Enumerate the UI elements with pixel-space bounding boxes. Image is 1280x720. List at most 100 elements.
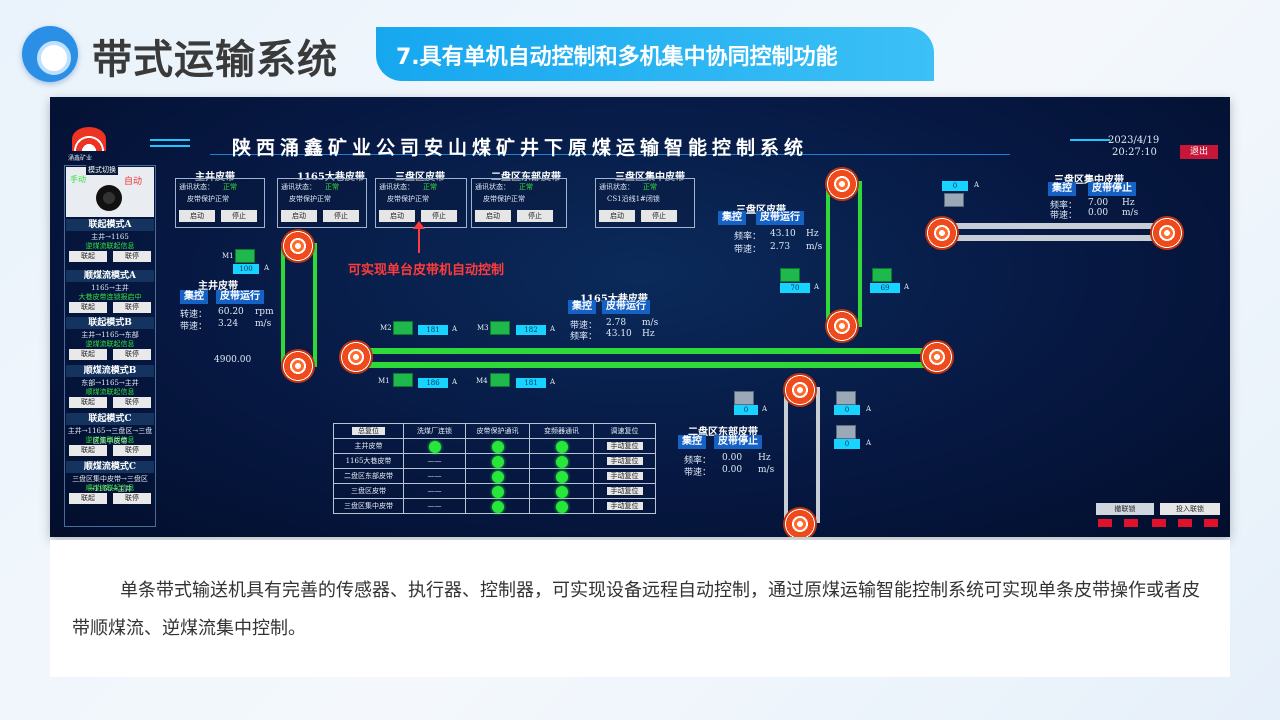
panel-start-button[interactable]: 启动 — [281, 210, 317, 222]
table-header: 调速复位 — [593, 423, 656, 439]
sidebar-start-button[interactable]: 联起 — [69, 445, 107, 456]
main-l2: 带速： — [180, 322, 208, 332]
panel-start-button[interactable]: 启动 — [179, 210, 215, 222]
sanpan-belt-state: 皮带运行 — [756, 211, 804, 225]
panel-protect-status: 皮带保护正常 — [289, 195, 331, 203]
alarm-indicator — [1124, 519, 1138, 527]
erpan-roller-top-icon — [783, 373, 817, 407]
sidebar-start-button[interactable]: 联起 — [69, 251, 107, 262]
erpan-belt-left — [784, 387, 788, 523]
exit-button[interactable]: 退出 — [1180, 145, 1218, 159]
link-status: —— — [427, 472, 442, 480]
erpan-motor3-current: 0 — [834, 439, 860, 449]
1165-motor1-current: 186 — [418, 378, 448, 388]
mode-knob-icon[interactable] — [96, 185, 122, 211]
manual-reset-button[interactable]: 手动复位 — [606, 502, 643, 510]
jizhong-u2: m/s — [1122, 208, 1139, 218]
sidebar-stop-button[interactable]: 联停 — [113, 397, 151, 408]
header-decoration — [150, 145, 190, 155]
reset-all-button[interactable]: 总复位 — [352, 427, 385, 435]
motor-label: M2 — [380, 324, 392, 332]
jizhong-motor-current: 0 — [942, 181, 968, 191]
sidebar-stop-button[interactable]: 联停 — [113, 493, 151, 504]
panel-start-button[interactable]: 启动 — [379, 210, 415, 222]
link-status: —— — [427, 487, 442, 495]
panel-title: 三盘区集中皮带 — [615, 172, 685, 183]
hmi-time: 20:27:10 — [1112, 147, 1157, 158]
panel-comm-label: 通讯状态： — [475, 183, 510, 191]
1165-v2: 43.10 — [606, 329, 632, 339]
unit-label: A — [550, 378, 556, 386]
annotation-text: 可实现单台皮带机自动控制 — [348, 263, 505, 278]
row-name: 三盘区皮带 — [333, 483, 404, 499]
panel-title: 三盘区皮带 — [395, 172, 445, 183]
1165-belt-name: 1165大巷皮带 — [580, 290, 648, 305]
panel-comm-label: 通讯状态： — [281, 183, 316, 191]
alarm-indicator — [1178, 519, 1192, 527]
unit-label: A — [814, 283, 820, 291]
1165-motor4-current: 181 — [516, 378, 546, 388]
panel-start-button[interactable]: 启动 — [599, 210, 635, 222]
panel-stop-button[interactable]: 停止 — [221, 210, 257, 222]
table-row: 主井皮带 手动复位 — [333, 438, 656, 454]
description-text: 单条带式输送机具有完善的传感器、执行器、控制器，可实现设备远程自动控制，通过原煤… — [72, 580, 1200, 639]
manual-reset-button[interactable]: 手动复位 — [606, 457, 643, 465]
main-motor-icon — [235, 249, 255, 263]
engage-interlock-button[interactable]: 投入联锁 — [1160, 503, 1220, 515]
sidebar-start-button[interactable]: 联起 — [69, 397, 107, 408]
sidebar-stop-button[interactable]: 联停 — [113, 251, 151, 262]
panel-comm-label: 通讯状态： — [379, 183, 414, 191]
sidebar-start-button[interactable]: 联起 — [69, 302, 107, 313]
slide-title: 带式运输系统 — [92, 37, 338, 83]
1165-motor2-current: 181 — [418, 325, 448, 335]
panel-stop-button[interactable]: 停止 — [323, 210, 359, 222]
table-header-row: 总复位洗煤厂连锁皮带保护通讯变频器通讯调速复位 — [333, 423, 656, 439]
sidebar-stop-button[interactable]: 联停 — [113, 302, 151, 313]
sanpan-u2: m/s — [806, 242, 823, 252]
motor-label: M1 — [222, 252, 234, 260]
panel-stop-button[interactable]: 停止 — [421, 210, 457, 222]
sidebar-mode-head: 顺煤流模式B — [66, 365, 154, 377]
sidebar-start-button[interactable]: 联起 — [69, 349, 107, 360]
sidebar-info: 大巷皮带连锁报启中 — [78, 293, 142, 301]
manual-reset-button[interactable]: 手动复位 — [606, 487, 643, 495]
hmi-date: 2023/4/19 — [1108, 135, 1160, 146]
link-status: —— — [427, 502, 442, 510]
sidebar-info: 逆煤流联起信息 — [85, 340, 135, 348]
sidebar-stop-button[interactable]: 联停 — [113, 445, 151, 456]
manual-reset-button[interactable]: 手动复位 — [606, 472, 643, 480]
motor-label: M3 — [477, 324, 489, 332]
sanpan-v2: 2.73 — [770, 242, 791, 252]
sanpan-v1: 43.10 — [770, 229, 796, 239]
release-interlock-button[interactable]: 撤联锁 — [1096, 503, 1154, 515]
header-frame — [210, 133, 1010, 155]
sidebar-info: 逆煤流联起信息 — [85, 436, 135, 444]
header-decoration — [1070, 139, 1110, 149]
status-led-icon — [491, 471, 504, 483]
jizhong-v1: 7.00 — [1088, 198, 1109, 208]
unit-label: A — [866, 405, 872, 413]
sanpan-motor2-icon — [872, 268, 892, 282]
panel-start-button[interactable]: 启动 — [475, 210, 511, 222]
sanpan-motor1-icon — [780, 268, 800, 282]
panel-stop-button[interactable]: 停止 — [517, 210, 553, 222]
motor-label: M1 — [378, 377, 390, 385]
panel-comm-status: 正常 — [325, 183, 339, 191]
main-belt-name: 主井皮带 — [198, 281, 238, 292]
alarm-indicator — [1152, 519, 1166, 527]
panel-stop-button[interactable]: 停止 — [641, 210, 677, 222]
unit-label: A — [866, 439, 872, 447]
sidebar-stop-button[interactable]: 联停 — [113, 349, 151, 360]
company-logo-icon — [72, 127, 106, 151]
1165-motor1-icon — [393, 373, 413, 387]
slide-subtitle: 7.具有单机自动控制和多机集中协同控制功能 — [396, 45, 838, 70]
erpan-belt-name: 二盘区东部皮带 — [688, 427, 758, 438]
sidebar-start-button[interactable]: 联起 — [69, 493, 107, 504]
main-u1: rpm — [255, 307, 274, 317]
main-belt-right — [313, 243, 317, 367]
erpan-v1: 0.00 — [722, 453, 743, 463]
hmi-screenshot: 涌鑫矿业 陕西涌鑫矿业公司安山煤矿井下原煤运输智能控制系统 2023/4/19 … — [50, 97, 1230, 537]
erpan-belt-state: 皮带停止 — [714, 435, 762, 449]
manual-reset-button[interactable]: 手动复位 — [606, 442, 643, 450]
status-led-icon — [555, 486, 568, 498]
